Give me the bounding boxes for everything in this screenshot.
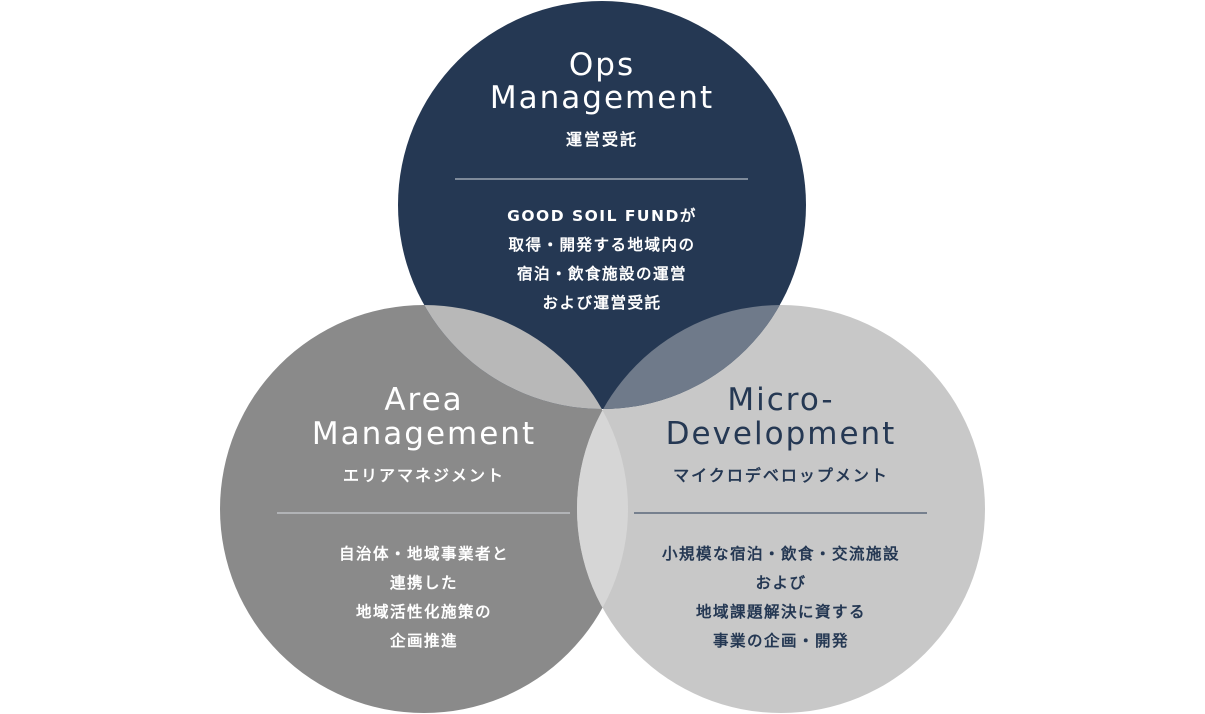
circle-area [220, 305, 628, 713]
micro-title-line-1: Micro- [727, 382, 834, 418]
area-title-line-1: Area [384, 382, 463, 418]
micro-content: Micro- Development マイクロデベロップメント 小規模な宿泊・飲… [634, 382, 927, 650]
circle-ops [398, 1, 806, 409]
micro-desc-line-4: 事業の企画・開発 [713, 631, 849, 650]
ops-desc-line-3: 宿泊・飲食施設の運営 [517, 264, 687, 283]
ops-desc-line-2: 取得・開発する地域内の [508, 235, 695, 254]
circle-micro [577, 305, 985, 713]
area-desc-line-4: 企画推進 [389, 631, 458, 650]
micro-title-line-2: Development [666, 416, 897, 452]
ops-desc-line-1: GOOD SOIL FUNDが [507, 206, 697, 225]
ops-jp-title: 運営受託 [566, 130, 638, 149]
ops-content: Ops Management 運営受託 GOOD SOIL FUNDが 取得・開… [455, 47, 748, 312]
ops-title-line-2: Management [490, 80, 714, 116]
area-jp-title: エリアマネジメント [343, 466, 505, 485]
micro-jp-title: マイクロデベロップメント [673, 466, 889, 485]
micro-desc-line-3: 地域課題解決に資する [696, 602, 866, 621]
ops-title-line-1: Ops [569, 47, 635, 83]
area-desc-line-1: 自治体・地域事業者と [339, 544, 509, 563]
area-content: Area Management エリアマネジメント 自治体・地域事業者と 連携し… [277, 382, 570, 650]
area-desc-line-2: 連携した [390, 573, 458, 592]
area-desc-line-3: 地域活性化施策の [356, 602, 492, 621]
micro-desc-line-1: 小規模な宿泊・飲食・交流施設 [662, 544, 900, 563]
ops-desc-line-4: および運営受託 [542, 293, 661, 312]
area-title-line-2: Management [312, 416, 536, 452]
micro-desc-line-2: および [755, 574, 806, 592]
